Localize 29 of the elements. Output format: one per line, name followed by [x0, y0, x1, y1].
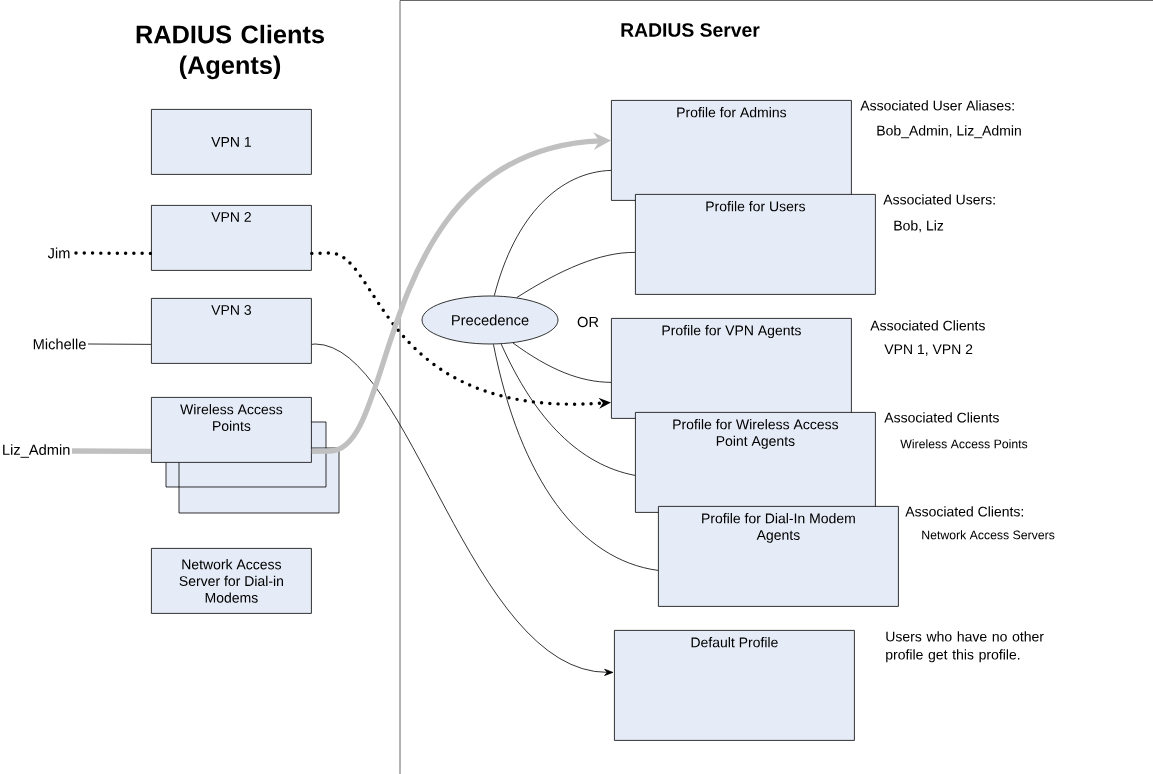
note-text: Associated Clients — [884, 412, 999, 423]
note-text: Users who have no other profile get this profile. — [886, 631, 1044, 663]
note-text: VPN 1, VPN 2 — [884, 344, 973, 356]
note-text: Bob, Liz — [894, 220, 944, 233]
client-box: Network Access Server for Dial-in Modems — [151, 548, 312, 614]
client-box: VPN 3 — [151, 298, 312, 364]
note-text: Associated Users: — [883, 194, 995, 205]
note-text: Associated Clients: — [905, 506, 1023, 517]
column-heading: RADIUS Server — [621, 23, 760, 37]
profile-box: Profile for Users — [635, 194, 876, 295]
user-name: Liz_Admin — [3, 444, 70, 458]
profile-box: Profile for Admins — [611, 100, 852, 201]
profile-box: Profile for Dial-In Modem Agents — [658, 506, 899, 607]
profile-box: Default Profile — [614, 630, 855, 741]
profile-box: Profile for Wireless Access Point Agents — [635, 412, 876, 513]
note-text: Associated User Aliases: — [860, 100, 1014, 111]
note-text: Bob_Admin, Liz_Admin — [877, 125, 1021, 139]
connector-arrow — [311, 343, 614, 676]
profile-box: Profile for VPN Agents — [611, 318, 852, 419]
client-box: VPN 1 — [151, 109, 312, 175]
client-box: VPN 2 — [151, 205, 312, 271]
user-name: Jim — [47, 247, 70, 259]
or-label: OR — [577, 316, 599, 328]
note-text: Wireless Access Points — [900, 439, 1028, 449]
note-text: Network Access Servers — [922, 530, 1055, 540]
client-box: Wireless Access Points — [151, 397, 312, 463]
note-text: Associated Clients — [870, 320, 985, 331]
column-heading: RADIUS Clients (Agents) — [136, 24, 324, 80]
user-name: Michelle — [33, 338, 86, 350]
